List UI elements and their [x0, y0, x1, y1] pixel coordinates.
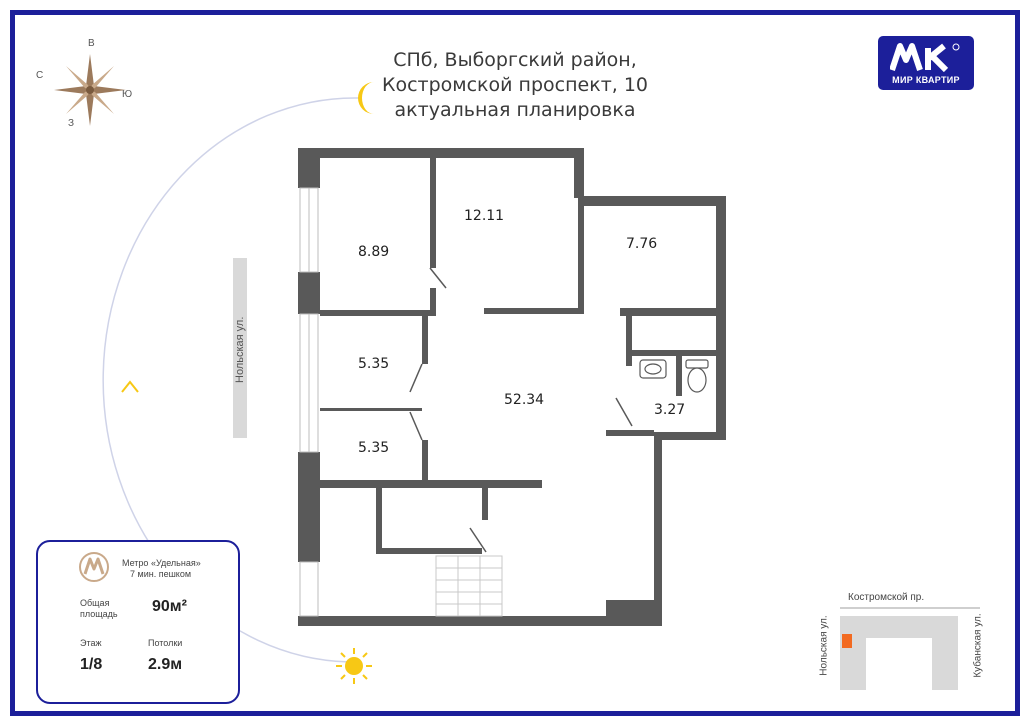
wall-stair-right [482, 488, 488, 520]
toilet-icon [687, 367, 707, 393]
floor-value: 1/8 [80, 656, 103, 673]
area-value: 90м² [152, 598, 187, 615]
wall-right-top [584, 196, 720, 206]
wall-step [574, 148, 584, 198]
title-line-3: актуальная планировка [394, 99, 636, 121]
room-1-area: 8.89 [358, 244, 390, 260]
room-5-area: 52.34 [504, 392, 545, 408]
wall-wc-left [626, 316, 632, 366]
minimap-top-street: Костромской пр. [848, 592, 925, 603]
room-7-area: 5.35 [358, 440, 390, 456]
wall-closet-right-bottom [422, 440, 428, 486]
compass-icon [54, 54, 126, 126]
wall-stair-top [376, 548, 482, 554]
info-card: Метро «Удельная» 7 мин. пешком Общая пло… [36, 540, 240, 704]
wall-top [298, 148, 584, 158]
window-bottom [299, 561, 319, 617]
compass-west: С [36, 70, 44, 81]
room-6-area: 3.27 [654, 402, 686, 418]
moon-icon [358, 82, 374, 114]
wall-right-bottom [654, 432, 726, 440]
door-closet-top [409, 363, 423, 393]
stairs [435, 555, 503, 617]
metro-walk: 7 мин. пешком [130, 569, 192, 579]
wall-closet-divider [320, 408, 422, 411]
room-3-area: 7.76 [626, 236, 658, 252]
compass-north: В [88, 38, 95, 49]
room-4-area: 5.35 [358, 356, 390, 372]
wall-left-mid [298, 272, 320, 314]
ceiling-value: 2.9м [148, 656, 183, 673]
ceiling-label: Потолки [148, 638, 183, 648]
wall-room3-bottom [620, 308, 720, 316]
sun-icon [336, 648, 372, 684]
street-bar [233, 258, 247, 438]
mk-logo-icon [890, 43, 960, 72]
page-title: СПб, Выборгский район, Костромской просп… [350, 48, 680, 123]
wall-room2-bottom [484, 308, 584, 314]
metro-name: Метро «Удельная» [122, 558, 201, 568]
minimap-left-street: Нольская ул. [818, 615, 830, 676]
wall-wc-mid [632, 350, 720, 356]
area-label-2: площадь [80, 609, 118, 619]
wall-hall-bottom [320, 480, 542, 488]
compass-east: Ю [122, 89, 133, 100]
wall-stair-left [376, 488, 382, 552]
door-wc [615, 397, 633, 427]
wall-wc-bottom [606, 430, 654, 436]
compass-south: З [68, 118, 75, 129]
door-stair [469, 527, 487, 553]
toilet-tank [685, 359, 709, 369]
title-line-2: Костромской проспект, 10 [381, 74, 649, 96]
wall-right-lower [654, 432, 662, 626]
room-2-area: 12.11 [464, 208, 505, 224]
brand-logo[interactable]: МИР КВАРТИР [878, 36, 974, 90]
wall-room1-room2-lower [430, 288, 436, 316]
wall-bottom [298, 616, 662, 626]
logo-text: МИР КВАРТИР [892, 75, 960, 85]
wall-corner-block [606, 600, 662, 626]
sun-path-arrow [121, 380, 139, 393]
minimap [840, 607, 980, 690]
wall-left-top [298, 148, 320, 188]
minimap-right-street: Кубанская ул. [972, 613, 984, 678]
metro-icon [79, 552, 109, 582]
area-label-1: Общая [80, 598, 110, 608]
wall-room2-room3 [578, 198, 584, 314]
minimap-highlight [842, 634, 852, 648]
wall-left-bottom [298, 452, 320, 562]
wall-wc-divider [676, 356, 682, 396]
title-line-1: СПб, Выборгский район, [393, 49, 637, 71]
door-room1 [429, 267, 447, 289]
wall-room1-room2 [430, 158, 436, 268]
door-closet-bottom [409, 411, 423, 441]
floor-label: Этаж [80, 638, 102, 648]
wall-room1-bottom [320, 310, 430, 316]
wall-right [716, 196, 726, 438]
wall-closet-right-top [422, 316, 428, 364]
